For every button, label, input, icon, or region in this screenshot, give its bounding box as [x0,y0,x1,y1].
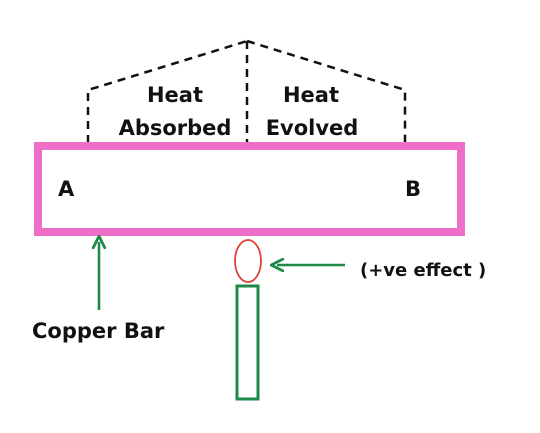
end-a-label: A [58,177,75,201]
burner [235,284,260,401]
end-b-label: B [405,177,421,201]
flame [234,239,262,283]
heat-absorbed-label-line2: Absorbed [119,116,232,140]
heat-evolved-label-line2: Evolved [266,116,359,140]
effect-label: (+ve effect ) [360,260,486,281]
copper-bar-label: Copper Bar [32,319,165,343]
copper-bar [34,142,465,236]
heat-evolved-label-line1: Heat [283,83,339,107]
heat-evolved-dashed-outline [246,39,407,143]
heat-absorbed-dashed-outline [86,39,248,143]
heat-absorbed-label-line1: Heat [147,83,203,107]
